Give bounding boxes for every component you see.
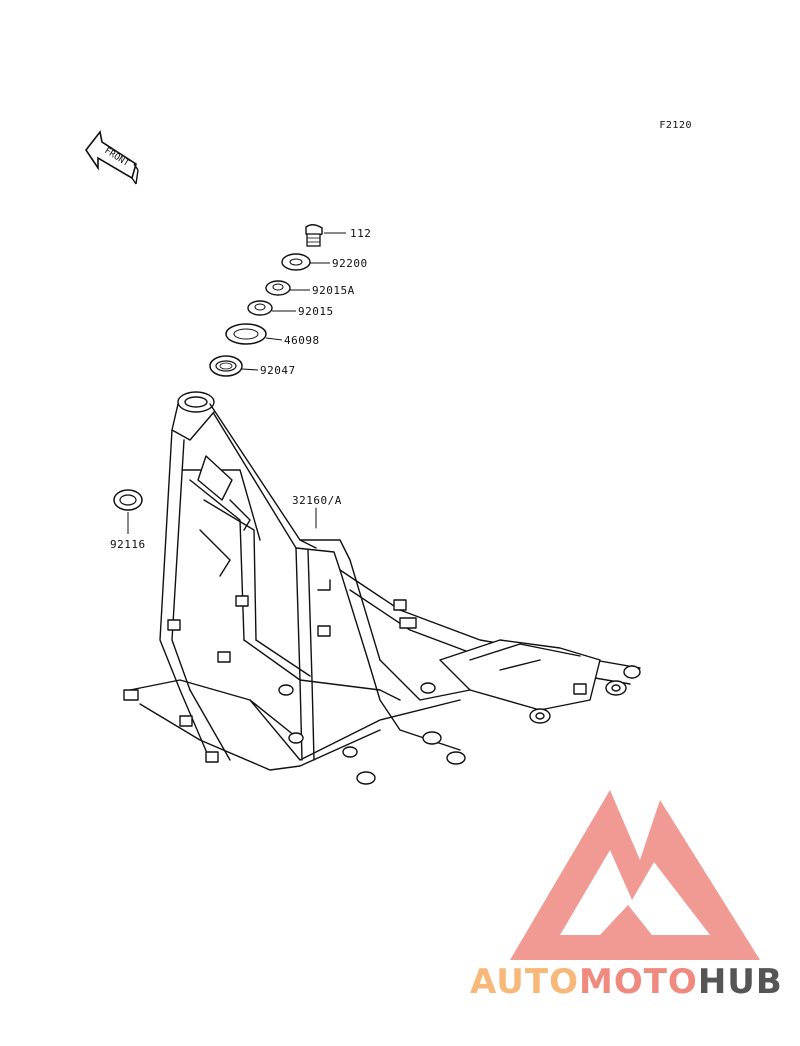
bolt-part xyxy=(305,224,346,247)
part-number-label: 32160/A xyxy=(292,494,342,507)
watermark-moto: MOTO xyxy=(578,962,698,1002)
part-number-label: 92047 xyxy=(260,364,296,377)
part-number-label: 92200 xyxy=(332,257,368,270)
watermark-text: AUTOMOTOHUB xyxy=(470,962,783,1002)
watermark-auto: AUTO xyxy=(470,962,579,1002)
bearing-part xyxy=(209,355,259,377)
part-number-label: 92116 xyxy=(110,538,146,551)
cap-part xyxy=(225,323,283,345)
frame-part xyxy=(123,391,641,785)
part-number-label: 112 xyxy=(350,227,372,240)
nut-part xyxy=(265,280,310,296)
part-number-label: 46098 xyxy=(284,334,320,347)
watermark-hub: HUB xyxy=(697,962,783,1002)
washer-part xyxy=(281,253,330,271)
figure-code: F2120 xyxy=(659,120,692,131)
nut-part xyxy=(247,300,296,316)
automotohub-logo xyxy=(510,790,760,960)
front-arrow-icon: FRONT xyxy=(85,130,139,185)
part-number-label: 92015 xyxy=(298,305,334,318)
part-number-label: 92015A xyxy=(312,284,355,297)
bearing-part xyxy=(113,489,143,534)
